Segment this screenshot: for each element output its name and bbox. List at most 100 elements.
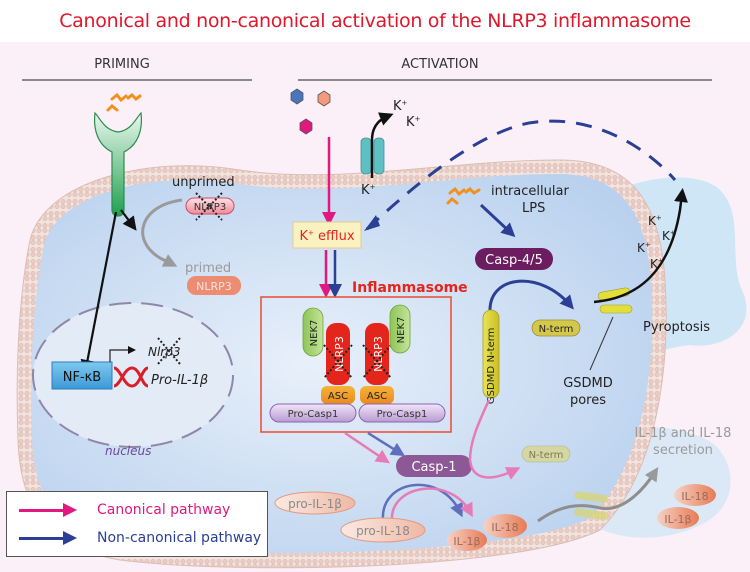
asc-left-label: ASC — [328, 391, 348, 402]
pyroptosis-k-efflux-arrow — [593, 188, 688, 304]
nek7-right-label: NEK7 — [396, 317, 407, 344]
k-in: K+ — [361, 183, 376, 198]
secreted-il18-ellipse — [674, 484, 716, 506]
primed-nlrp3-text: NLRP3 — [196, 280, 232, 293]
legend-item-non-canonical: Non-canonical pathway — [7, 526, 261, 550]
secreted-il1b-label: IL-1β — [664, 513, 691, 526]
casp45-label: Casp-4/5 — [485, 253, 543, 268]
lps-to-casp45-arrow — [479, 203, 516, 238]
secretion-arrow — [537, 466, 659, 523]
pro-il1b-ellipse — [274, 491, 356, 515]
casp1-gsdmd-cleavage-arrow — [468, 399, 521, 480]
secretion-label-line1: IL-1β and IL-18 — [635, 426, 732, 441]
primed-nlrp3-pill — [187, 276, 241, 295]
pro-il1b-label: pro-IL-1β — [288, 497, 342, 511]
casp1-label: Casp-1 — [411, 460, 456, 475]
asc-right — [360, 386, 394, 404]
k-channel-right — [373, 137, 385, 175]
priming-curve-arrow — [141, 198, 183, 267]
lps-icon — [446, 186, 481, 205]
inflammasome-label: Inflammasome — [352, 280, 468, 296]
pyroptosis-feedback-dashed-arrow — [365, 119, 677, 231]
nlrp3-left — [326, 323, 350, 385]
casp1-pill — [396, 455, 472, 477]
canonical-to-casp1-arrow — [344, 431, 390, 464]
nterm-lower-fragment — [521, 445, 571, 463]
stimulus-hexagon-salmon — [317, 90, 331, 107]
pamp-ligand-icon — [106, 92, 142, 112]
legend-item-canonical: Canonical pathway — [7, 498, 230, 522]
nlrp3-right-label: NLRP3 — [372, 336, 385, 372]
secretion-pore-bottom — [574, 508, 608, 520]
stimulus-hexagon-magenta — [299, 118, 313, 135]
asc-right-label: ASC — [367, 391, 387, 402]
casp45-cleavage-arrow — [488, 279, 574, 311]
pro-casp1-left-label: Pro-Casp1 — [288, 409, 339, 420]
k-efflux-box — [292, 221, 362, 249]
nucleus — [32, 302, 234, 448]
secretion-label-line2: secretion — [653, 443, 713, 458]
nfkb-label: NF-κB — [63, 370, 101, 385]
k-channel-left — [360, 137, 372, 175]
nlrp3-right-cross-icon — [362, 344, 392, 379]
il18-label: IL-18 — [491, 521, 518, 534]
receptor-to-nfkb-arrow — [80, 211, 118, 374]
canonical-cytokine-cleavage-arrow — [390, 487, 473, 521]
k-pyro-4: K+ — [650, 257, 664, 271]
pro-casp1-left — [269, 403, 357, 423]
k-out-1: K+ — [393, 99, 408, 114]
k-efflux-channel-arrow — [370, 112, 394, 178]
pro-casp1-right — [358, 403, 446, 423]
legend: Canonical pathway Non-canonical pathway — [6, 491, 268, 557]
k-pyro-2: K+ — [662, 229, 676, 243]
pyroptosis-label: Pyroptosis — [643, 320, 710, 335]
dna-helix-icon — [113, 366, 149, 388]
diagram-canvas: PRIMING ACTIVATION nucleus unprimed NLRP… — [0, 42, 750, 572]
k-pyro-3: K+ — [637, 241, 651, 255]
secreted-il18-label: IL-18 — [681, 490, 708, 503]
noncanonical-to-casp1-arrow — [367, 431, 406, 457]
k-efflux-label: K+ efflux — [299, 229, 354, 244]
nfkb-box — [51, 361, 113, 390]
non-canonical-arrow-icon — [19, 526, 79, 550]
transcription-arrow — [109, 346, 136, 362]
canonical-arrow-icon — [19, 498, 79, 522]
gene-cross-icon — [157, 337, 181, 365]
nlrp3-left-label: NLRP3 — [333, 336, 346, 372]
figure-title: Canonical and non-canonical activation o… — [59, 10, 691, 32]
tlr-receptor — [93, 111, 143, 217]
nlrp3-right — [365, 323, 389, 385]
secreted-il1b-ellipse — [657, 507, 699, 529]
nterm-fragment-label: N-term — [539, 324, 574, 335]
lps-label-line2: LPS — [522, 201, 545, 216]
gsdmd-full-protein — [482, 309, 500, 399]
pores-label-line2: pores — [570, 393, 606, 408]
nek7-right — [389, 304, 411, 354]
activation-header: ACTIVATION — [401, 57, 478, 72]
k-out-2: K+ — [406, 115, 421, 130]
pores-pointer-line — [589, 316, 614, 371]
unprimed-label: unprimed — [172, 175, 235, 190]
primed-label: primed — [185, 261, 231, 276]
pores-label-line1: GSDMD — [563, 376, 613, 391]
pro-il1b-gene-label: Pro-IL-1β — [151, 373, 208, 388]
noncanonical-cytokine-cleavage-arrow — [381, 483, 463, 521]
il1b-label: IL-1β — [453, 535, 480, 548]
canonical-legend-label: Canonical pathway — [97, 502, 231, 518]
nek7-left-label: NEK7 — [309, 320, 320, 347]
nterm-fragment — [531, 319, 581, 337]
k-pyro-1: K+ — [648, 214, 662, 228]
non-canonical-legend-label: Non-canonical pathway — [97, 530, 262, 546]
nlrp3-left-cross-icon — [323, 344, 353, 379]
dashed-arrowhead — [364, 215, 380, 231]
inflammasome-box — [260, 296, 452, 433]
nterm-lower-label: N-term — [529, 450, 564, 461]
pro-il18-label: pro-IL-18 — [356, 524, 410, 538]
stimulus-hexagon-blue — [290, 88, 304, 105]
lps-label-line1: intracellular — [491, 184, 569, 199]
receptor-to-priming-arrow — [120, 209, 137, 231]
secretion-pore-top — [574, 491, 608, 503]
casp45-pill — [475, 248, 553, 270]
nek7-left — [302, 307, 324, 357]
il1b-ellipse — [447, 529, 487, 551]
